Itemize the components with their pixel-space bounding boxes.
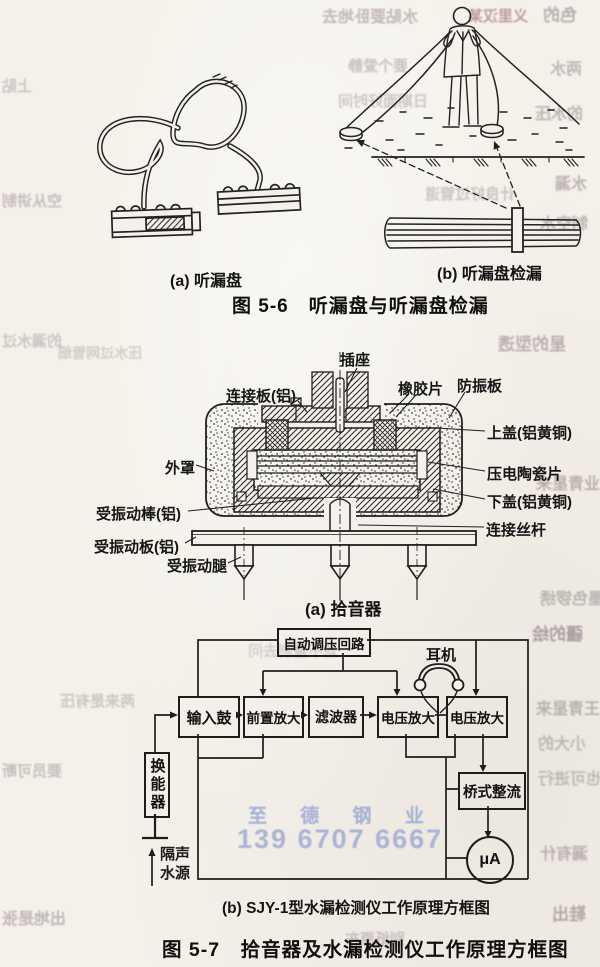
fig56-sub-a-caption: (a) 听漏盘	[170, 273, 243, 290]
listening-disk-figure	[97, 73, 302, 239]
fig56-caption: 图 5-6 听漏盘与听漏盘检漏	[232, 296, 489, 317]
block-diagram-lines	[142, 639, 529, 886]
label-anti-vib: 防振板	[457, 378, 503, 395]
pickup-cross-section	[184, 352, 486, 607]
watermark-line1: 至 德 钢 业	[248, 806, 438, 827]
leak-sound-arrows	[361, 142, 521, 209]
ground-disks	[339, 123, 504, 142]
leak-arrowheads	[356, 140, 501, 150]
block-agc: 自动调压回路	[277, 628, 371, 657]
label-vib-plate: 受振动板(铝)	[94, 539, 179, 556]
label-piezo: 压电陶瓷片	[487, 466, 563, 483]
block-preamp: 前置放大	[243, 696, 304, 738]
watermark-line2: 139 6707 6667	[237, 824, 444, 854]
label-connect-plate: 连接板(铝)	[226, 388, 296, 405]
socket-assembly	[311, 371, 369, 433]
earpiece-ticks	[212, 73, 238, 89]
piezo-disc-stack	[246, 450, 428, 480]
leader-lines	[184, 367, 486, 564]
label-vib-rod: 受振动棒(铝)	[96, 506, 181, 523]
lower-cover-bar	[257, 485, 419, 499]
block-bridge-rectifier: 桥式整流	[458, 772, 526, 810]
block-transducer: 换能器	[144, 752, 170, 818]
block-voltage-amp-1: 电压放大	[377, 696, 439, 738]
label-socket: 插座	[340, 352, 371, 369]
right-listening-plate	[216, 182, 302, 215]
block-input-drum: 输入鼓	[178, 696, 240, 738]
rubber-mount-right	[373, 419, 397, 451]
block-filter: 滤波器	[308, 696, 364, 738]
label-outer-cover: 外罩	[165, 460, 196, 477]
base-bolts	[236, 491, 438, 502]
label-rubber: 橡胶片	[398, 381, 444, 398]
cord-sheet	[343, 29, 580, 133]
left-listening-plate	[110, 203, 202, 239]
label-upper-cover: 上盖(铝黄铜)	[487, 425, 572, 442]
label-screw: 连接丝杆	[486, 522, 547, 539]
soil-dashes	[344, 107, 573, 151]
detection-scene-figure	[339, 6, 585, 253]
fig57-caption: 图 5-7 拾音器及水漏检测仪工作原理方框图	[162, 939, 569, 961]
vibration-plate	[191, 530, 477, 546]
buried-pipe	[384, 207, 582, 253]
person-figure	[442, 6, 482, 128]
headphone-icon	[413, 663, 465, 714]
microammeter: μA	[466, 836, 514, 884]
ground-line	[371, 156, 585, 167]
label-water-source: 隔声水源	[160, 846, 191, 882]
label-earphone: 耳机	[426, 647, 457, 664]
rubber-mount-left	[265, 419, 289, 451]
block-voltage-amp-2: 电压放大	[446, 696, 508, 738]
pickup-caption: (a) 拾音器	[305, 600, 382, 619]
label-lower-cover: 下盖(铝黄铜)	[487, 494, 572, 511]
label-vib-leg: 受振动腿	[167, 558, 228, 575]
fig57-sub-b-caption: (b) SJY-1型水漏检测仪工作原理方框图	[222, 900, 490, 917]
fig56-sub-b-caption: (b) 听漏盘检漏	[437, 266, 542, 283]
